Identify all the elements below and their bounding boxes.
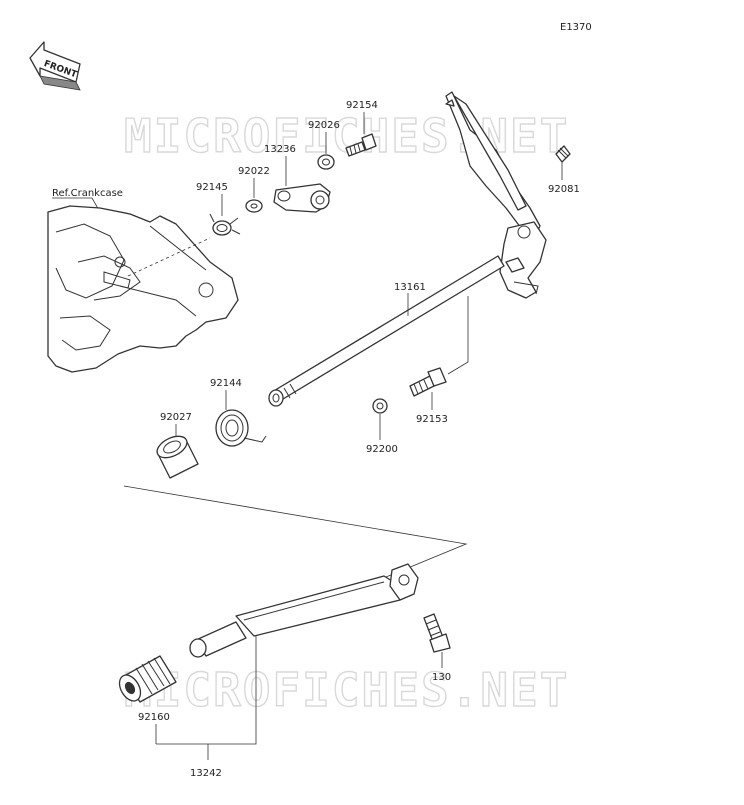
clip-92081 [555, 145, 571, 163]
crankcase-outline [47, 205, 239, 373]
bolt-92153 [409, 367, 447, 397]
label-13242: 13242 [190, 768, 222, 779]
label-92022: 92022 [238, 166, 270, 177]
spring-92145 [209, 213, 241, 236]
label-92027: 92027 [160, 412, 192, 423]
shift-shaft-13161 [268, 255, 505, 407]
shift-pedal-13242 [189, 563, 419, 658]
watermark-bottom: MICROFICHES.NET [124, 663, 569, 717]
label-13236: 13236 [264, 144, 296, 155]
label-92200: 92200 [366, 444, 398, 455]
assembly-guide-line [123, 485, 468, 583]
label-92153: 92153 [416, 414, 448, 425]
front-arrow-icon: FRONT [29, 41, 81, 91]
diagram-code: E1370 [560, 22, 592, 33]
label-92026: 92026 [308, 120, 340, 131]
label-92160: 92160 [138, 712, 170, 723]
ref-crankcase-label: Ref.Crankcase [52, 188, 123, 199]
label-130: 130 [432, 672, 451, 683]
shift-arm-13161 [445, 91, 547, 299]
washer-92026 [317, 154, 335, 170]
bolt-130 [423, 613, 451, 653]
label-92154: 92154 [346, 100, 378, 111]
label-13161: 13161 [394, 282, 426, 293]
label-92144: 92144 [210, 378, 242, 389]
spring-92144 [215, 409, 267, 447]
rubber-92160 [118, 655, 177, 703]
label-92081: 92081 [548, 184, 580, 195]
label-92145: 92145 [196, 182, 228, 193]
bolt-92154 [345, 133, 377, 157]
washer-92200 [372, 398, 388, 414]
collar-92027 [156, 435, 199, 479]
link-13236 [273, 183, 331, 213]
watermark-top: MICROFICHES.NET [124, 109, 569, 163]
washer-92022 [245, 199, 263, 213]
